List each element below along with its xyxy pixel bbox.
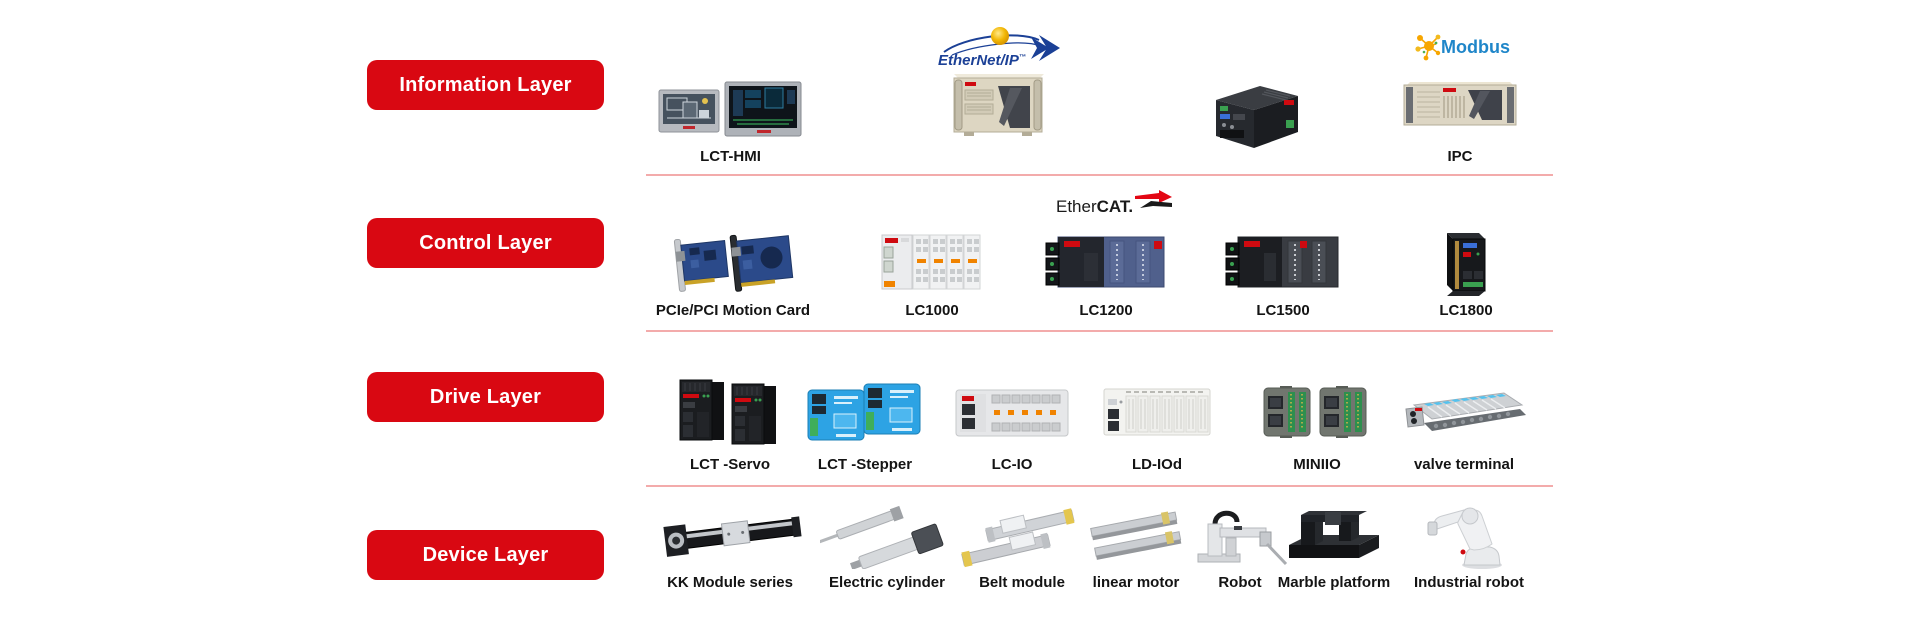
lc1000-product-image	[880, 226, 984, 298]
product-label: IPC	[1447, 148, 1473, 165]
product-label: Robot	[1218, 574, 1262, 591]
product-kk-module-series: KK Module series	[653, 502, 807, 591]
lct-servo-product-image	[658, 372, 802, 452]
product-lc1200: LC1200	[1044, 226, 1168, 319]
miniio-product-image	[1260, 372, 1374, 452]
product-label: Marble platform	[1277, 574, 1391, 591]
product-lc1000: LC1000	[880, 226, 984, 319]
product-label: Belt module	[979, 574, 1065, 591]
product-label: MINIIO	[1293, 456, 1341, 473]
product-miniio: MINIIO	[1260, 372, 1374, 473]
ethercat-arrow-icon	[1135, 190, 1173, 208]
product-linear-motor: linear motor	[1083, 502, 1189, 591]
product-lct-hmi: LCT-HMI	[653, 68, 808, 165]
product-label: LCT-HMI	[700, 148, 761, 165]
modbus-logo: Modbus	[1414, 31, 1510, 63]
product-lc1500: LC1500	[1224, 226, 1342, 319]
product-label: LCT -Stepper	[817, 456, 913, 473]
ethernet-ip-logo-text: EtherNet/IP™	[938, 52, 1026, 69]
layer-separator-line	[646, 485, 1553, 487]
layer-button-drive: Drive Layer	[367, 372, 604, 422]
linear-motor-product-image	[1083, 502, 1189, 570]
product-label: LC1000	[905, 302, 959, 319]
ipc-product-image	[1396, 68, 1524, 144]
ethernet-ip-swoosh-icon	[943, 27, 1060, 61]
product-ld-iod: LD-IOd	[1098, 372, 1216, 473]
ld-iod-product-image	[1098, 372, 1216, 452]
kk-module-product-image	[653, 502, 807, 570]
layer-button-control: Control Layer	[367, 218, 604, 268]
product-label: LD-IOd	[1132, 456, 1182, 473]
product-label: LC1500	[1256, 302, 1310, 319]
layer-separator-line	[646, 330, 1553, 332]
motion-card-product-image	[663, 226, 803, 298]
robot-product-image	[1190, 502, 1290, 570]
lc1500-product-image	[1224, 226, 1342, 298]
layer-separator-line	[646, 174, 1553, 176]
lc1800-product-image	[1420, 226, 1512, 298]
product-valve-terminal: valve terminal	[1398, 372, 1530, 473]
product-industrial-robot: Industrial robot	[1406, 502, 1532, 591]
box-computer-image	[1210, 78, 1304, 152]
lct-hmi-product-image	[653, 68, 808, 144]
product-label: LCT -Servo	[689, 456, 770, 473]
electric-cylinder-product-image	[820, 502, 954, 570]
valve-terminal-product-image	[1398, 372, 1530, 452]
product-electric-cylinder: Electric cylinder	[820, 502, 954, 591]
lct-stepper-product-image	[798, 372, 932, 452]
product-label: LC-IO	[991, 456, 1033, 473]
product-robot: Robot	[1190, 502, 1290, 591]
product-marble-platform: Marble platform	[1278, 502, 1390, 591]
product-lct-stepper: LCT -Stepper	[798, 372, 932, 473]
belt-module-product-image	[960, 502, 1084, 570]
industrial-robot-product-image	[1406, 502, 1532, 570]
product-ipc: IPC	[1396, 68, 1524, 165]
product-label: Electric cylinder	[829, 574, 945, 591]
product-label: linear motor	[1092, 574, 1180, 591]
product-label: valve terminal	[1413, 456, 1515, 473]
lc1200-product-image	[1044, 226, 1168, 298]
rack-computer-image	[938, 66, 1056, 144]
product-lc1800: LC1800	[1420, 226, 1512, 319]
product-label: LC1200	[1079, 302, 1133, 319]
product-belt-module: Belt module	[960, 502, 1084, 591]
product-label: KK Module series	[667, 574, 793, 591]
layer-button-device: Device Layer	[367, 530, 604, 580]
product-lct-servo: LCT -Servo	[658, 372, 802, 473]
lc-io-product-image	[952, 372, 1072, 452]
product-label: Industrial robot	[1414, 574, 1524, 591]
product-label: PCIe/PCI Motion Card	[655, 302, 811, 319]
modbus-star-icon	[1415, 34, 1441, 61]
ethercat-logo-text: Ether	[1056, 197, 1097, 216]
product-label: LC1800	[1439, 302, 1493, 319]
layer-button-information: Information Layer	[367, 60, 604, 110]
marble-platform-product-image	[1281, 502, 1387, 570]
product-lc-io: LC-IO	[952, 372, 1072, 473]
modbus-logo-text: Modbus	[1441, 36, 1510, 57]
ethernet-ip-logo: EtherNet/IP™	[936, 24, 1066, 70]
product-pcie-pci-motion-card: PCIe/PCI Motion Card	[656, 226, 810, 319]
